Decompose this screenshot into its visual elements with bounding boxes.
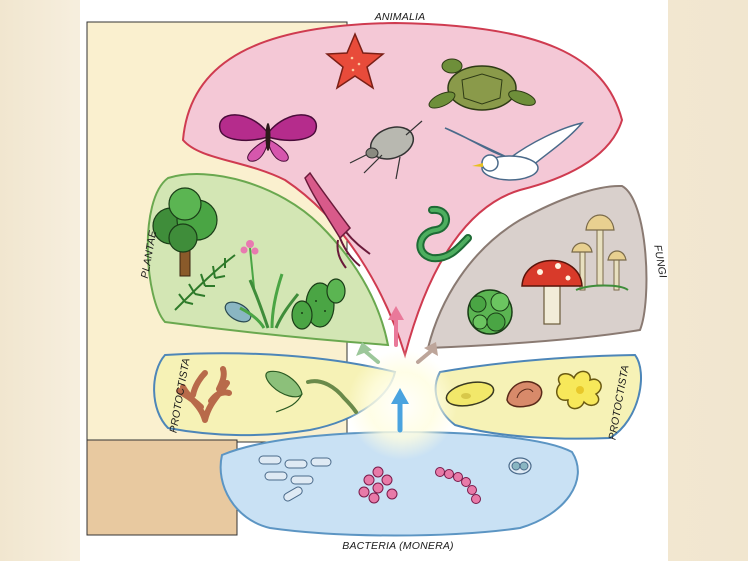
squid-icon (304, 171, 371, 269)
amoeba-icon (555, 370, 602, 410)
rod-bacteria-icon (258, 455, 332, 502)
seagull-icon (444, 121, 585, 181)
turtle-icon (428, 58, 536, 111)
fern-icon (174, 254, 236, 311)
seaweed-icon (176, 366, 232, 423)
diplococcus-icon (508, 457, 532, 475)
flower-icon (240, 240, 259, 289)
toadstool-icon (521, 259, 583, 325)
butterfly-icon (219, 114, 317, 162)
trypanosome-icon (306, 379, 358, 414)
streptococcus-icon (435, 467, 481, 504)
paramecium-icon (445, 381, 495, 407)
starfish-icon (325, 32, 385, 90)
label-fungi: FUNGI (651, 244, 669, 279)
arrow-from-bacteria (391, 388, 409, 433)
mushroom-icon (571, 214, 629, 291)
euglena-icon (265, 370, 303, 413)
tan-region (86, 439, 238, 536)
cactus-icon (291, 278, 346, 330)
foraminifera-icon (506, 380, 543, 408)
grass-icon (239, 273, 300, 329)
snake-icon (416, 205, 472, 263)
mold-icon (467, 289, 513, 335)
coccus-cluster-icon (358, 466, 398, 504)
beetle-icon (349, 120, 423, 180)
label-animalia: ANIMALIA (374, 11, 426, 23)
tree-icon (152, 187, 218, 277)
arrow-to-animalia (388, 306, 404, 347)
leaf-icon (224, 301, 252, 323)
label-bacteria: BACTERIA (MONERA) (342, 540, 454, 552)
animalia-region (181, 21, 624, 359)
arrow-to-fungi (416, 342, 438, 364)
arrow-to-plantae (356, 342, 380, 364)
protoctista-left-region (153, 352, 397, 437)
